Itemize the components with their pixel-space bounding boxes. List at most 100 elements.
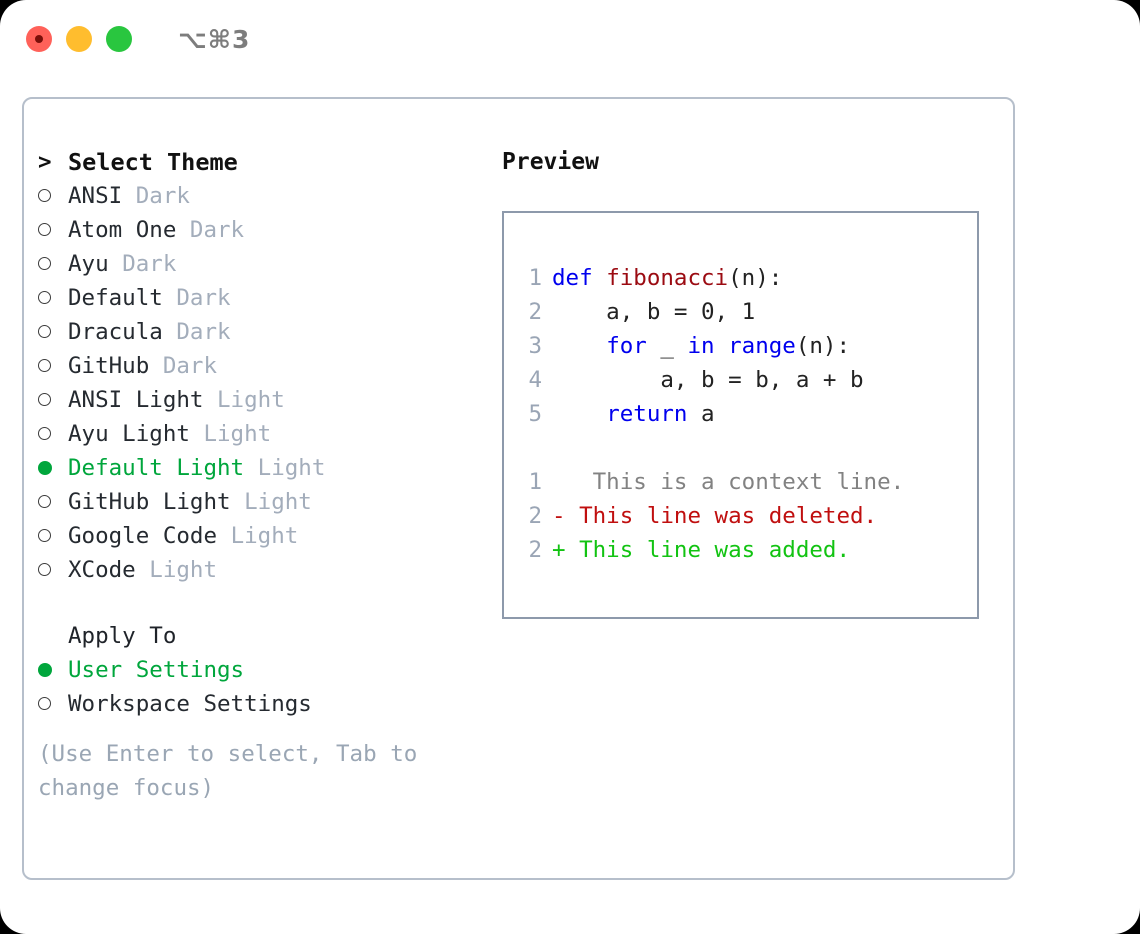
theme-category: Light xyxy=(203,421,272,447)
theme-category: Dark xyxy=(176,285,231,311)
line-number: 5 xyxy=(528,401,542,427)
code-token xyxy=(552,401,606,427)
spacer xyxy=(176,213,190,247)
radio-unselected-icon xyxy=(38,383,68,417)
spacer xyxy=(163,281,177,315)
theme-name: Default xyxy=(68,285,163,311)
theme-category: Dark xyxy=(135,183,190,209)
theme-category: Light xyxy=(149,557,218,583)
theme-option-ayu-light[interactable]: Ayu Light Light xyxy=(38,417,488,451)
radio-unselected-icon xyxy=(38,349,68,383)
code-token: for xyxy=(606,333,647,359)
apply-to-option-workspace-settings[interactable]: Workspace Settings xyxy=(38,687,488,721)
spacer xyxy=(217,519,231,553)
line-number: 2 xyxy=(528,503,542,529)
bullet-glyph xyxy=(38,495,51,508)
theme-name: XCode xyxy=(68,557,136,583)
preview-title: Preview xyxy=(502,149,599,175)
code-token xyxy=(552,333,606,359)
apply-to-label: Apply To xyxy=(68,623,177,649)
theme-category: Light xyxy=(244,489,312,515)
apply-to-option-user-settings[interactable]: User Settings xyxy=(38,653,488,687)
code-line: 3 for _ in range(n): xyxy=(520,329,971,363)
minimize-button-icon[interactable] xyxy=(66,26,92,52)
code-token: return xyxy=(606,401,688,427)
window-controls xyxy=(26,26,132,52)
spacer xyxy=(190,417,204,451)
theme-category: Dark xyxy=(189,217,245,243)
code-line: 2 a, b = 0, 1 xyxy=(520,295,971,329)
shortcut-label: ⌥⌘3 xyxy=(178,24,251,54)
line-number: 2 xyxy=(528,537,542,563)
code-line: 4 a, b = b, a + b xyxy=(520,363,971,397)
zoom-button-icon[interactable] xyxy=(106,26,132,52)
line-number: 1 xyxy=(528,265,542,291)
line-number: 2 xyxy=(528,299,542,325)
radio-selected-icon xyxy=(38,451,68,485)
spacer xyxy=(203,383,217,417)
close-button-icon[interactable] xyxy=(26,26,52,52)
theme-option-ansi[interactable]: ANSI Dark xyxy=(38,179,488,213)
diff-sign xyxy=(552,469,566,495)
bullet-glyph xyxy=(38,697,51,710)
theme-category: Dark xyxy=(162,353,218,379)
code-token: (n): xyxy=(728,265,783,291)
diff-line-ctx: 1 This is a context line. xyxy=(520,465,971,499)
code-line: 5 return a xyxy=(520,397,971,431)
select-theme-title: Select Theme xyxy=(68,148,238,176)
radio-unselected-icon xyxy=(38,687,68,721)
theme-option-google-code[interactable]: Google Code Light xyxy=(38,519,488,553)
theme-option-github-light[interactable]: GitHub Light Light xyxy=(38,485,488,519)
theme-option-default-light[interactable]: Default Light Light xyxy=(38,451,488,485)
theme-name: Ayu Light xyxy=(68,421,190,447)
apply-to-option-label: Workspace Settings xyxy=(68,691,312,717)
bullet-glyph xyxy=(38,359,51,372)
theme-option-dracula[interactable]: Dracula Dark xyxy=(38,315,488,349)
spacer xyxy=(122,179,136,213)
diff-text: This is a context line. xyxy=(565,469,905,495)
radio-unselected-icon xyxy=(38,247,68,281)
line-number: 1 xyxy=(528,469,542,495)
theme-name: ANSI Light xyxy=(68,387,204,413)
diff-line-add: 2+ This line was added. xyxy=(520,533,971,567)
theme-category: Dark xyxy=(176,319,231,345)
bullet-glyph xyxy=(38,563,51,576)
theme-option-ansi-light[interactable]: ANSI Light Light xyxy=(38,383,488,417)
theme-option-ayu[interactable]: Ayu Dark xyxy=(38,247,488,281)
bullet-glyph xyxy=(38,325,51,338)
theme-category: Dark xyxy=(122,251,177,277)
radio-unselected-icon xyxy=(38,519,68,553)
radio-selected-icon xyxy=(38,653,68,687)
diff-text: This line was added. xyxy=(565,537,851,563)
theme-option-default[interactable]: Default Dark xyxy=(38,281,488,315)
bullet-glyph xyxy=(38,662,52,677)
theme-name: GitHub Light xyxy=(68,489,231,515)
title-bar: ⌥⌘3 xyxy=(0,0,1140,78)
radio-unselected-icon xyxy=(38,281,68,315)
theme-option-github[interactable]: GitHub Dark xyxy=(38,349,488,383)
theme-category: Light xyxy=(217,387,285,413)
line-number: 4 xyxy=(528,367,542,393)
code-token: def xyxy=(552,265,607,291)
radio-unselected-icon xyxy=(38,315,68,349)
theme-option-xcode[interactable]: XCode Light xyxy=(38,553,488,587)
theme-name: ANSI xyxy=(68,183,123,209)
theme-name: Google Code xyxy=(68,523,218,549)
bullet-glyph xyxy=(38,223,51,236)
theme-option-atom-one[interactable]: Atom One Dark xyxy=(38,213,488,247)
theme-name: Ayu xyxy=(68,251,109,277)
radio-unselected-icon xyxy=(38,179,68,213)
code-token: a, b = 0, 1 xyxy=(552,299,756,325)
spacer xyxy=(163,315,177,349)
bullet-glyph xyxy=(38,189,51,202)
theme-name: Atom One xyxy=(68,217,177,243)
code-token: _ xyxy=(646,333,688,359)
code-token: (n): xyxy=(795,333,851,359)
code-token xyxy=(715,333,729,359)
